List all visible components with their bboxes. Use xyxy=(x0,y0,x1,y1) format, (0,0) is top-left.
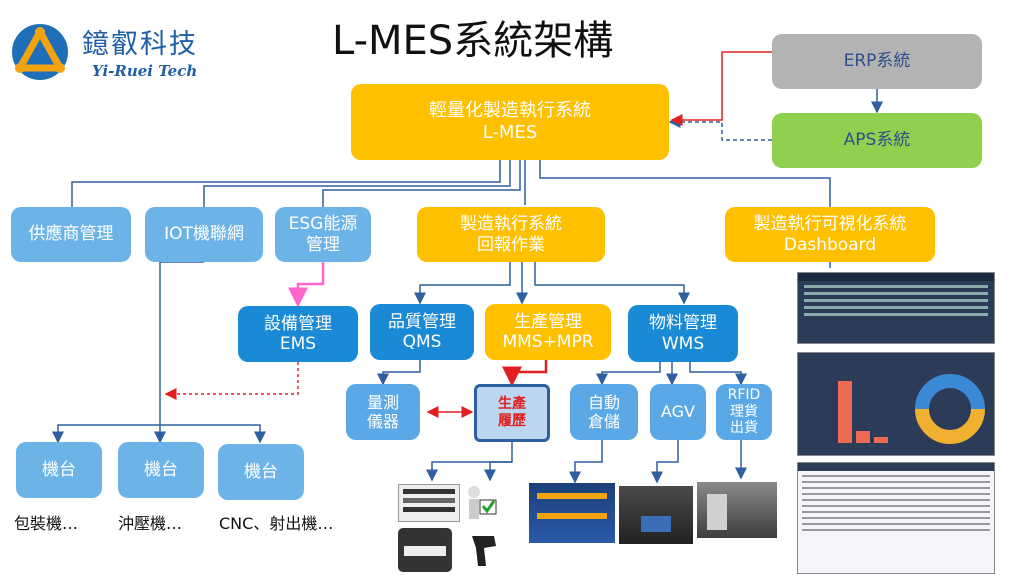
rfid-photo xyxy=(697,482,777,538)
iot-node: IOT機聯網 xyxy=(145,207,263,262)
supplier-node: 供應商管理 xyxy=(11,207,131,262)
aps-node: APS系統 xyxy=(772,113,982,168)
machine-node-1: 機台 xyxy=(16,442,102,498)
machine-label-1: 包裝機… xyxy=(14,514,79,533)
label-sheet-image xyxy=(398,484,460,522)
dashboard-table-thumbnail xyxy=(797,272,995,344)
lmes-node: 輕量化製造執行系統 L-MES xyxy=(351,84,669,160)
dashboard-node: 製造執行可視化系統 Dashboard xyxy=(725,207,935,262)
dashboard-chart-thumbnail xyxy=(797,352,995,456)
scanner-icon xyxy=(472,536,496,566)
mms-node: 生產管理 MMS+MPR xyxy=(485,304,611,360)
dashboard-report-thumbnail xyxy=(797,462,995,574)
machine-label-2: 沖壓機… xyxy=(118,514,183,533)
machine-node-3: 機台 xyxy=(218,444,304,500)
page-title: L-MES系統架構 xyxy=(332,18,614,64)
company-logo xyxy=(10,22,70,82)
barcode-scanner-image xyxy=(466,530,502,570)
auto-storage-node: 自動 倉儲 xyxy=(570,384,638,440)
logo-icon xyxy=(12,24,68,80)
report-node: 製造執行系統 回報作業 xyxy=(417,207,605,262)
ems-node: 設備管理 EMS xyxy=(238,306,358,362)
wms-node: 物料管理 WMS xyxy=(628,305,738,362)
warehouse-photo xyxy=(529,483,615,543)
esg-node: ESG能源 管理 xyxy=(275,207,371,262)
qms-node: 品質管理 QMS xyxy=(370,304,474,360)
agv-node: AGV xyxy=(650,384,706,440)
measure-node: 量測 儀器 xyxy=(346,384,420,440)
label-printer-image xyxy=(398,528,452,572)
history-label: 生產 履歷 xyxy=(498,396,526,429)
agv-photo xyxy=(619,486,693,544)
checkmark-figure-image xyxy=(462,484,498,524)
logo-name: 鐿叡科技 xyxy=(82,29,198,60)
history-node: 生產 履歷 xyxy=(474,384,550,442)
erp-node: ERP系統 xyxy=(772,34,982,89)
checkmark-icon xyxy=(468,486,497,519)
machine-label-3: CNC、射出機… xyxy=(219,514,334,533)
machine-node-2: 機台 xyxy=(118,442,204,498)
rfid-node: RFID 理貨 出貨 xyxy=(716,384,772,440)
logo-subtitle: Yi-Ruei Tech xyxy=(92,62,198,80)
donut-chart-icon xyxy=(915,374,985,444)
